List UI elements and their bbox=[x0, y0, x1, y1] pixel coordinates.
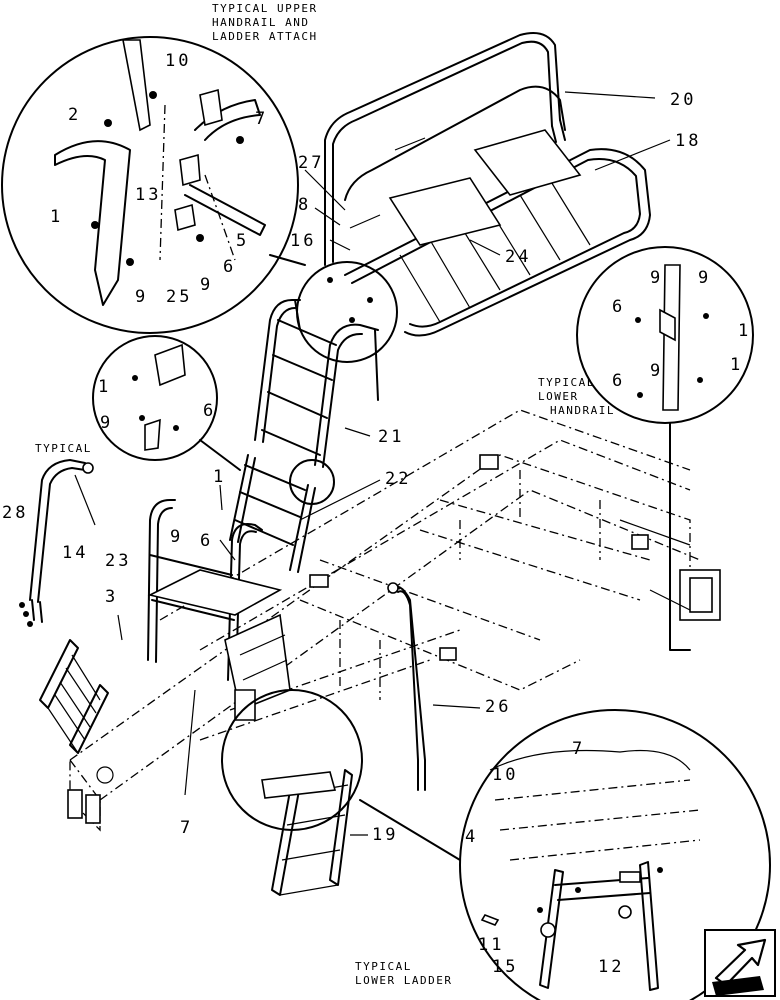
callout-sm-1: 1 bbox=[98, 377, 111, 397]
callout-ua-2: 2 bbox=[68, 105, 81, 125]
upper-handrail bbox=[324, 32, 566, 266]
callout-ua-6: 6 bbox=[223, 257, 236, 277]
caption-upper-attach-3: LADDER ATTACH bbox=[212, 30, 318, 43]
callout-lh-9a: 9 bbox=[650, 268, 663, 288]
callout-8: 8 bbox=[298, 195, 311, 215]
mid-ladder bbox=[229, 454, 316, 573]
callout-mid-1: 1 bbox=[213, 467, 226, 487]
callout-ua-13: 13 bbox=[135, 185, 161, 205]
callout-19: 19 bbox=[372, 825, 398, 845]
caption-lower-ladder-1: TYPICAL bbox=[355, 960, 412, 973]
caption-lower-handrail-2: LOWER bbox=[538, 390, 579, 403]
detail-lower-ladder-typical bbox=[359, 709, 771, 1000]
callout-lh-6b: 6 bbox=[612, 371, 625, 391]
caption-lower-ladder-2: LOWER LADDER bbox=[355, 974, 452, 987]
caption-lower-handrail-1: TYPICAL bbox=[538, 376, 595, 389]
callout-mid-6: 6 bbox=[200, 531, 213, 551]
upper-ladder bbox=[254, 299, 379, 468]
caption-typical: TYPICAL bbox=[35, 442, 92, 455]
platform-deck bbox=[344, 129, 651, 337]
callout-lh-9b: 9 bbox=[698, 268, 711, 288]
callout-18: 18 bbox=[675, 131, 701, 151]
callout-lh-1b: 1 bbox=[730, 355, 743, 375]
detail-lower-ladder-19 bbox=[221, 689, 363, 896]
detail-upper-attach bbox=[1, 36, 306, 334]
callout-3: 3 bbox=[105, 587, 118, 607]
detail-connection bbox=[289, 261, 398, 505]
callout-ua-10: 10 bbox=[165, 51, 191, 71]
callout-sm-6: 6 bbox=[203, 401, 216, 421]
side-ladder bbox=[39, 639, 109, 754]
callout-ll-7: 7 bbox=[572, 739, 585, 759]
callout-ua-1: 1 bbox=[50, 207, 63, 227]
caption-upper-attach-1: TYPICAL UPPER bbox=[212, 2, 318, 15]
detail-lower-handrail bbox=[576, 246, 754, 651]
callout-ll-10: 10 bbox=[492, 765, 518, 785]
handrail-28 bbox=[19, 459, 94, 627]
caption-lower-handrail-3: HANDRAIL bbox=[550, 404, 615, 417]
callout-26: 26 bbox=[485, 697, 511, 717]
callout-ua-7: 7 bbox=[255, 109, 268, 129]
callout-ua-5: 5 bbox=[236, 231, 249, 251]
callout-lh-9c: 9 bbox=[650, 361, 663, 381]
callout-ll-11: 11 bbox=[478, 935, 504, 955]
callout-20: 20 bbox=[670, 90, 696, 110]
callout-24: 24 bbox=[505, 247, 531, 267]
detail-small bbox=[92, 335, 241, 471]
callout-ua-25: 25 bbox=[166, 287, 192, 307]
callout-ua-9a: 9 bbox=[135, 287, 148, 307]
callout-21: 21 bbox=[378, 427, 404, 447]
callout-ll-15: 15 bbox=[492, 957, 518, 977]
leader-lines bbox=[74, 91, 671, 836]
callout-23: 23 bbox=[105, 551, 131, 571]
callout-ll-4: 4 bbox=[465, 827, 478, 847]
callout-sm-9: 9 bbox=[100, 413, 113, 433]
callout-16: 16 bbox=[290, 231, 316, 251]
callout-lh-1a: 1 bbox=[738, 321, 751, 341]
callout-ua-9b: 9 bbox=[200, 275, 213, 295]
callout-14: 14 bbox=[62, 543, 88, 563]
callout-27: 27 bbox=[298, 153, 324, 173]
frame-mounts bbox=[67, 454, 721, 824]
callout-lh-6a: 6 bbox=[612, 297, 625, 317]
handrail-26 bbox=[387, 582, 426, 791]
callout-22: 22 bbox=[385, 469, 411, 489]
nav-arrow-icon[interactable] bbox=[704, 929, 776, 997]
callout-mid-9: 9 bbox=[170, 527, 183, 547]
callout-ll-12: 12 bbox=[598, 957, 624, 977]
caption-upper-attach-2: HANDRAIL AND bbox=[212, 16, 309, 29]
callout-28: 28 bbox=[2, 503, 28, 523]
callout-bot-7: 7 bbox=[180, 818, 193, 838]
